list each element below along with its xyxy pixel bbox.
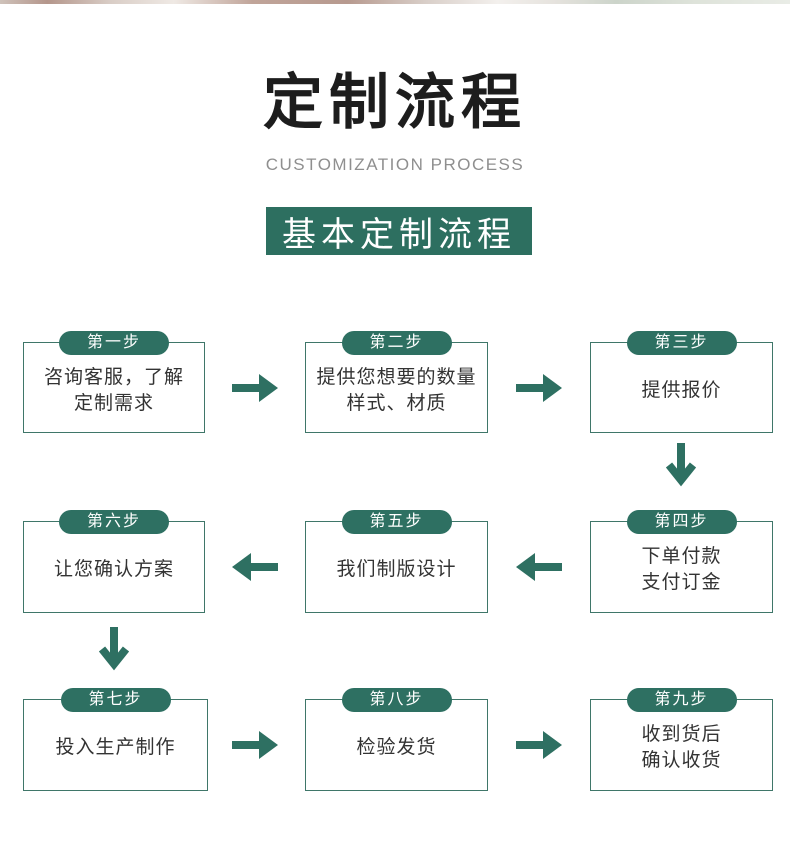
step-text-1: 咨询客服，了解 定制需求	[43, 366, 184, 414]
step-pill-7: 第七步	[60, 688, 171, 712]
step-box-7: 第七步 投入生产制作	[23, 688, 208, 791]
step-text-2: 提供您想要的数量 样式、材质	[316, 366, 477, 414]
step-text-5: 我们制版设计	[336, 559, 457, 581]
step-pill-8: 第八步	[341, 688, 452, 712]
step-pill-3: 第三步	[626, 331, 737, 355]
arrow-left-icon	[516, 552, 562, 582]
page-subtitle: CUSTOMIZATION PROCESS	[265, 155, 525, 174]
page-title: 定制流程	[263, 69, 527, 136]
step-box-2: 第二步 提供您想要的数量 样式、材质	[305, 331, 488, 433]
step-pill-4: 第四步	[626, 510, 737, 534]
step-text-8: 检验发货	[356, 737, 437, 759]
step-text-4: 下单付款 支付订金	[641, 546, 722, 593]
step-box-4: 第四步 下单付款 支付订金	[590, 510, 773, 613]
step-pill-2: 第二步	[341, 331, 452, 355]
arrow-left-icon	[232, 552, 278, 582]
step-pill-5: 第五步	[341, 510, 452, 534]
step-pill-9: 第九步	[626, 688, 737, 712]
arrow-down-icon	[666, 443, 696, 489]
step-box-9: 第九步 收到货后 确认收货	[590, 688, 773, 791]
step-box-8: 第八步 检验发货	[305, 688, 488, 791]
step-text-6: 让您确认方案	[53, 559, 174, 581]
step-box-3: 第三步 提供报价	[590, 331, 773, 433]
arrow-right-icon	[516, 730, 562, 760]
step-text-7: 投入生产制作	[55, 737, 176, 759]
arrow-right-icon	[232, 730, 278, 760]
top-edge-strip	[0, 0, 790, 4]
section-banner: 基本定制流程	[266, 207, 532, 255]
arrow-right-icon	[232, 373, 278, 403]
arrow-right-icon	[516, 373, 562, 403]
arrow-down-icon	[99, 627, 129, 673]
step-text-9: 收到货后 确认收货	[641, 724, 722, 771]
section-banner-label: 基本定制流程	[282, 215, 516, 254]
step-text-3: 提供报价	[641, 379, 722, 401]
step-pill-6: 第六步	[59, 510, 169, 534]
step-box-5: 第五步 我们制版设计	[305, 510, 488, 613]
step-pill-1: 第一步	[59, 331, 169, 355]
step-box-6: 第六步 让您确认方案	[23, 510, 205, 613]
step-box-1: 第一步 咨询客服，了解 定制需求	[23, 331, 205, 433]
